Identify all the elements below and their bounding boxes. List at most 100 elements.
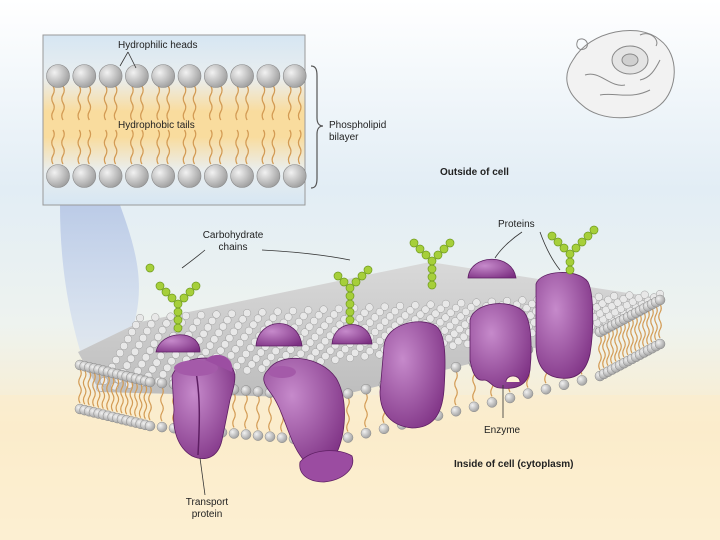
phosphate-head — [264, 431, 276, 442]
fatty-acid-tail — [103, 85, 108, 121]
surface-head — [227, 351, 236, 360]
phosphate-head — [46, 64, 70, 88]
surface-head — [131, 320, 141, 330]
outside-of-cell-label: Outside of cell — [440, 167, 509, 178]
surface-head — [256, 348, 265, 357]
sugar-unit — [547, 231, 557, 241]
surface-head — [595, 309, 605, 318]
surface-head — [111, 355, 121, 365]
surface-head — [154, 332, 163, 342]
phosphate-head — [342, 388, 354, 399]
surface-head — [305, 322, 314, 331]
surface-head — [152, 358, 161, 367]
surface-head — [396, 316, 405, 325]
phosphate-head — [144, 376, 156, 388]
sugar-unit — [345, 291, 355, 301]
fatty-acid-tail — [182, 85, 187, 121]
fatty-acid-tail — [87, 370, 92, 406]
surface-head — [613, 298, 622, 307]
surface-head — [360, 308, 369, 317]
sugar-unit — [427, 256, 437, 266]
surface-head — [518, 296, 527, 305]
surface-head — [451, 317, 460, 326]
surface-head — [310, 332, 320, 341]
surface-head — [199, 329, 208, 338]
fatty-acid-tail — [261, 85, 266, 121]
surface-head — [300, 328, 309, 337]
fatty-acid-tail — [115, 377, 120, 413]
fatty-acid-tail — [235, 129, 239, 165]
surface-head — [243, 309, 252, 318]
surface-head — [288, 306, 297, 315]
fatty-acid-tail — [271, 85, 276, 121]
carbohydrate-chains-label-line2: chains — [218, 242, 248, 253]
bent-protein — [263, 358, 354, 483]
surface-head — [253, 314, 262, 323]
fatty-acid-tail — [208, 129, 213, 165]
surface-head — [244, 326, 253, 335]
fatty-acid-tail — [113, 129, 118, 165]
phosphate-head — [156, 421, 168, 433]
surface-head — [271, 347, 280, 356]
surface-head — [330, 310, 339, 319]
surface-head — [375, 322, 385, 331]
sugar-unit — [553, 237, 563, 247]
inside-of-cell-label: Inside of cell (cytoplasm) — [454, 459, 574, 470]
fatty-acid-tail — [87, 85, 92, 121]
phosphate-head — [204, 164, 228, 188]
surface-head — [241, 349, 250, 359]
surface-head — [459, 332, 468, 341]
surface-head — [115, 348, 125, 358]
surface-head — [622, 301, 631, 310]
phosphate-head — [98, 64, 123, 88]
surface-head — [436, 318, 445, 327]
surface-head — [315, 327, 324, 336]
transport-protein-label-line2: protein — [191, 509, 223, 520]
sugar-unit — [155, 281, 165, 291]
transport-protein — [171, 354, 236, 459]
surface-head — [158, 326, 167, 335]
surface-head — [460, 320, 470, 329]
sugar-unit — [173, 315, 183, 325]
peripheral-protein-top — [467, 258, 517, 279]
peripheral-protein-3 — [331, 324, 373, 345]
surface-head — [294, 317, 303, 326]
sugar-unit — [433, 250, 443, 260]
surface-head — [159, 370, 168, 379]
fatty-acid-tail — [140, 129, 144, 165]
fatty-acid-tail — [235, 85, 239, 121]
fatty-acid-tail — [232, 393, 236, 428]
fatty-acid-tail — [244, 394, 248, 429]
fatty-acid-tail — [606, 331, 610, 367]
phosphate-head — [558, 379, 570, 391]
surface-head — [247, 360, 256, 369]
surface-head — [598, 299, 607, 308]
phosphate-head — [151, 64, 175, 88]
surface-head — [625, 291, 634, 300]
surface-head — [456, 312, 465, 321]
surface-head — [448, 341, 457, 350]
phosphate-head — [156, 377, 168, 389]
phosphate-head — [522, 388, 534, 399]
sugar-unit — [167, 293, 177, 303]
phosphate-head — [46, 164, 70, 188]
surface-head — [640, 290, 649, 299]
surface-head — [139, 333, 148, 343]
surface-head — [220, 340, 230, 349]
surface-head — [122, 361, 131, 370]
sugar-unit — [571, 243, 581, 253]
fatty-acid-tail — [638, 314, 642, 349]
fatty-acid-tail — [602, 333, 606, 369]
sugar-unit — [345, 315, 355, 325]
fatty-acid-tail — [182, 129, 187, 165]
fatty-acid-tail — [87, 129, 92, 165]
surface-head — [455, 325, 464, 334]
surface-head — [325, 316, 334, 325]
surface-head — [314, 311, 323, 320]
surface-head — [375, 336, 384, 346]
fatty-acid-tail — [630, 318, 634, 354]
sugar-unit — [565, 257, 575, 267]
sugar-unit — [439, 244, 449, 254]
surface-head — [167, 357, 176, 366]
